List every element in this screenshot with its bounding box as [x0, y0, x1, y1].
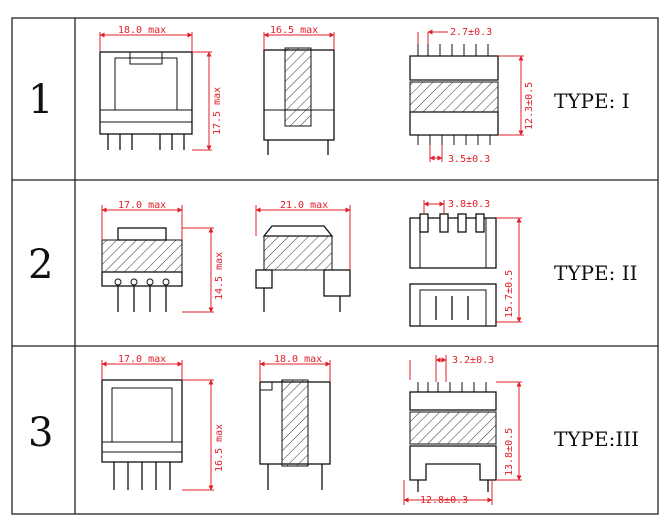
- row-2-back-height-dim: 15.7±0.5: [504, 270, 515, 318]
- row-number-3: 3: [28, 410, 53, 456]
- table-grid: [11, 17, 659, 515]
- row-3-back-height-dim: 13.8±0.5: [504, 428, 515, 476]
- row-3-side-view: [259, 379, 331, 490]
- row-2-top-pitch-dim: 3.8±0.3: [448, 199, 490, 210]
- row-2-front-width-dim: 17.0 max: [118, 200, 166, 211]
- row-1-top-pitch-dim: 2.7±0.3: [450, 27, 492, 38]
- row-2-back-view: [409, 213, 497, 327]
- row-number-1: 1: [28, 77, 53, 123]
- row-2-front-view: [101, 227, 183, 312]
- row-3-side-width-dim: 18.0 max: [274, 354, 322, 365]
- row-1-front-width-dim: 18.0 max: [118, 25, 166, 36]
- row-1-back-view: [409, 44, 499, 145]
- row-1-side-view: [263, 47, 335, 155]
- type-label-3: TYPE:III: [554, 427, 639, 451]
- row-1-front-height-dim: 17.5 max: [212, 87, 223, 135]
- row-3-top-pitch-dim: 3.2±0.3: [452, 355, 494, 366]
- row-2-front-height-dim: 14.5 max: [214, 252, 225, 300]
- row-1-bottom-pitch-dim: 3.5±0.3: [448, 154, 490, 165]
- type-label-1: TYPE: I: [554, 89, 630, 113]
- row-3-bottom-width-dim: 12.8±0.3: [420, 495, 468, 506]
- row-3-front-width-dim: 17.0 max: [118, 354, 166, 365]
- row-1-back-height-dim: 12.3±0.5: [524, 82, 535, 130]
- row-1-front-view: [99, 51, 193, 150]
- row-2-side-width-dim: 21.0 max: [280, 200, 328, 211]
- row-2-side-view: [255, 225, 351, 312]
- row-3-front-height-dim: 16.5 max: [214, 424, 225, 472]
- row-1-side-width-dim: 16.5 max: [270, 25, 318, 36]
- type-label-2: TYPE: II: [554, 261, 638, 285]
- row-3-back-view: [409, 382, 497, 492]
- row-3-front-view: [101, 379, 183, 490]
- row-number-2: 2: [28, 242, 53, 288]
